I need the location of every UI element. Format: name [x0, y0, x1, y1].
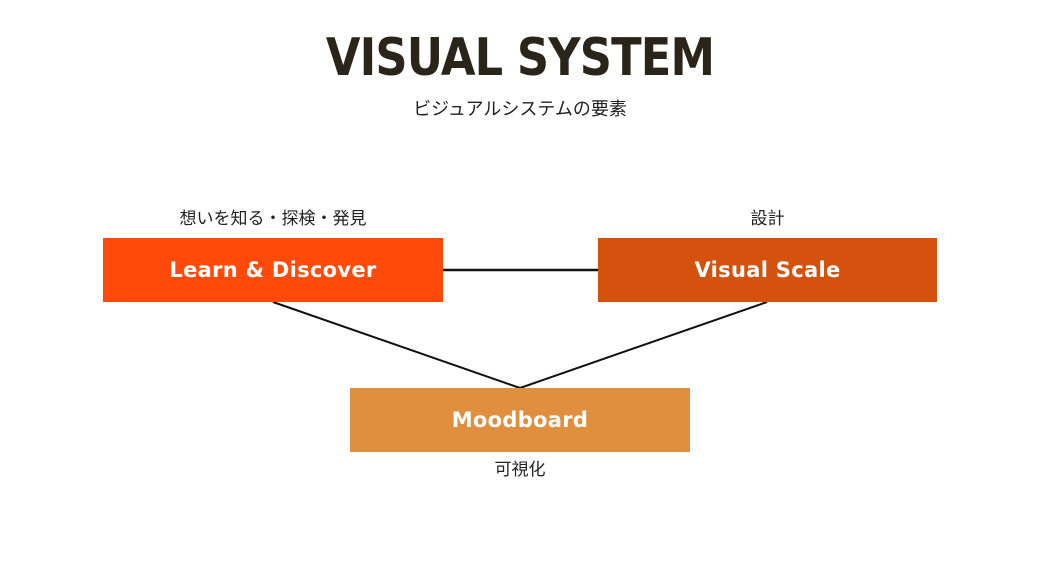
connector-learn-moodboard — [272, 301, 521, 389]
scale-caption: 設計 — [750, 209, 785, 229]
learn-discover-label: Learn & Discover — [169, 258, 377, 282]
connector-scale-moodboard — [519, 301, 768, 389]
moodboard-caption: 可視化 — [494, 460, 546, 480]
learn-discover-box: Learn & Discover — [103, 238, 443, 302]
moodboard-label: Moodboard — [451, 408, 589, 432]
moodboard-box: Moodboard — [350, 388, 690, 452]
visual-scale-box: Visual Scale — [598, 238, 937, 302]
learn-caption: 想いを知る・探検・発見 — [179, 209, 367, 229]
page-subtitle: ビジュアルシステムの要素 — [413, 99, 627, 120]
page-title: VISUAL SYSTEM — [325, 28, 715, 88]
visual-scale-label: Visual Scale — [694, 258, 841, 282]
